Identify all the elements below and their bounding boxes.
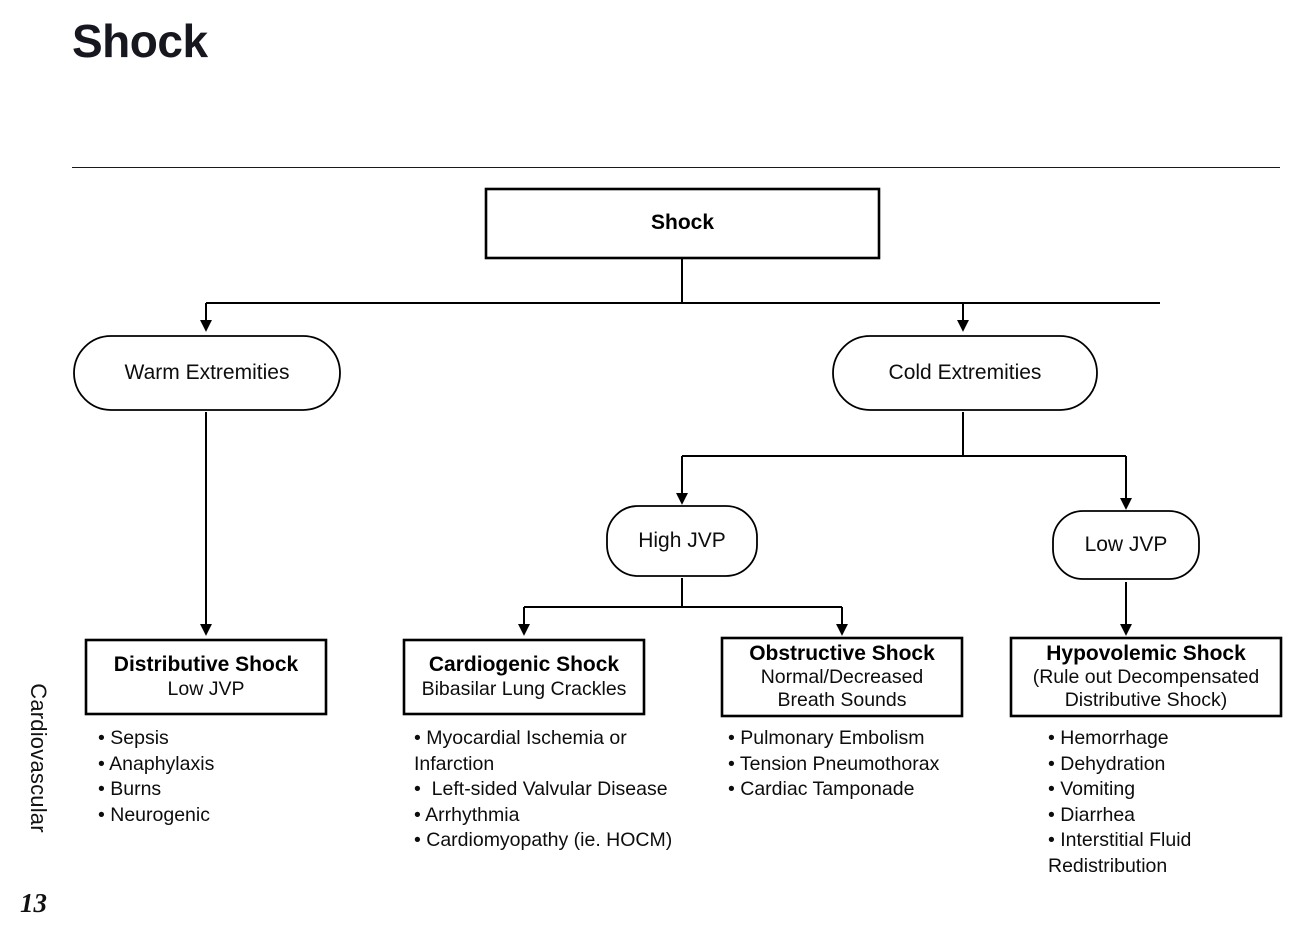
node-shape-distributive xyxy=(84,638,328,716)
list-item: • Anaphylaxis xyxy=(98,752,215,775)
list-item: Infarction xyxy=(414,752,495,775)
header-divider xyxy=(72,167,1280,168)
list-item: • Left-sided Valvular Disease xyxy=(414,778,668,800)
page-title: Shock xyxy=(72,15,208,67)
page-number: 13 xyxy=(20,888,47,918)
list-item: • Sepsis xyxy=(98,727,169,749)
list-item: • Cardiac Tamponade xyxy=(728,778,915,800)
list-item: • Vomiting xyxy=(1048,778,1136,800)
list-item: • Neurogenic xyxy=(98,803,210,826)
list-item: • Cardiomyopathy (ie. HOCM) xyxy=(414,829,673,851)
node-shape-warm xyxy=(73,335,341,411)
list-item: • Burns xyxy=(98,778,162,800)
node-shape-hypovolemic xyxy=(1009,636,1283,718)
list-item: Redistribution xyxy=(1048,854,1168,877)
list-item: • Dehydration xyxy=(1048,752,1166,775)
node-shape-high-jvp xyxy=(606,505,758,577)
node-shape-low-jvp xyxy=(1052,510,1200,580)
list-item: • Tension Pneumothorax xyxy=(728,752,940,775)
causes-list-obstructive: • Pulmonary Embolism • Tension Pneumotho… xyxy=(728,726,998,803)
list-item: • Arrhythmia xyxy=(414,803,520,826)
list-item: • Pulmonary Embolism xyxy=(728,727,925,749)
causes-list-cardiogenic: • Myocardial Ischemia or Infarction • Le… xyxy=(414,726,704,854)
causes-list-distributive: • Sepsis • Anaphylaxis • Burns • Neuroge… xyxy=(98,726,348,828)
list-item: • Hemorrhage xyxy=(1048,727,1169,749)
list-item: • Myocardial Ischemia or xyxy=(414,727,627,749)
node-shape-root xyxy=(484,187,881,260)
list-item: • Diarrhea xyxy=(1048,803,1136,826)
node-shape-cold xyxy=(832,335,1098,411)
node-shape-obstructive xyxy=(720,636,964,718)
causes-list-hypovolemic: • Hemorrhage • Dehydration • Vomiting • … xyxy=(1048,726,1298,879)
node-shape-cardiogenic xyxy=(402,638,646,716)
list-item: • Interstitial Fluid xyxy=(1048,829,1192,851)
